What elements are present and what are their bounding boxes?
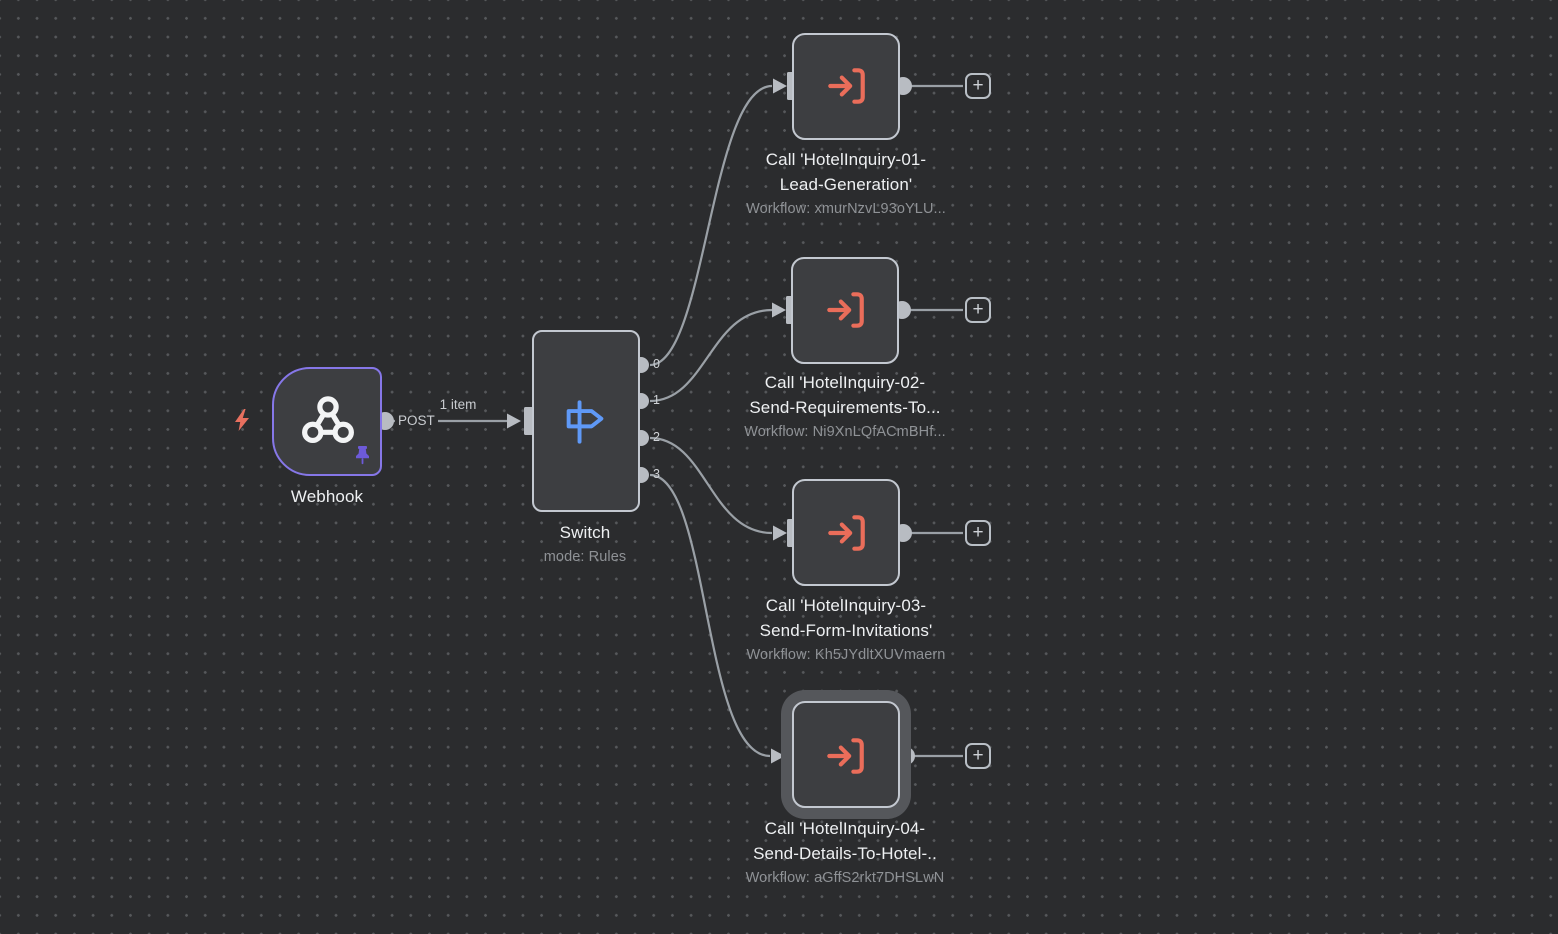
call3-subtitle: Workflow: Kh5JYdltXUVmaern xyxy=(746,647,946,663)
call3-node-label: Call 'HotelInquiry-03- Send-Form-Invitat… xyxy=(696,593,996,666)
switch-output-label-1: 1 xyxy=(653,393,660,407)
execute-workflow-icon xyxy=(828,515,865,551)
add-node-button-2[interactable]: + xyxy=(965,297,991,323)
execute-workflow-icon xyxy=(827,738,864,774)
webhook-icon xyxy=(302,396,354,444)
switch-node-subtitle: mode: Rules xyxy=(543,549,627,565)
node-switch[interactable] xyxy=(532,330,640,512)
call3-title-line1: Call 'HotelInquiry-03- xyxy=(765,596,927,615)
execute-workflow-icon xyxy=(827,292,864,328)
call2-node-label: Call 'HotelInquiry-02- Send-Requirements… xyxy=(695,370,995,443)
switch-output-label-0: 0 xyxy=(653,357,660,371)
call2-title-line1: Call 'HotelInquiry-02- xyxy=(764,373,926,392)
webhook-node-label: Webhook xyxy=(177,484,477,509)
lightning-bolt-icon xyxy=(235,409,249,431)
webhook-output-port-label: POST xyxy=(395,413,438,428)
switch-output-label-3: 3 xyxy=(653,467,660,481)
signpost-icon xyxy=(566,400,604,444)
connection-items-count-label: 1 item xyxy=(439,397,477,412)
execute-workflow-icon xyxy=(828,68,865,104)
call4-title-line1: Call 'HotelInquiry-04- xyxy=(764,819,926,838)
call1-title-line2: Lead-Generation' xyxy=(779,175,913,194)
call3-title-line2: Send-Form-Invitations' xyxy=(759,621,933,640)
add-node-button-4[interactable]: + xyxy=(965,743,991,769)
call4-output-port[interactable] xyxy=(897,747,915,765)
call1-subtitle: Workflow: xmurNzvL93oYLU... xyxy=(746,201,946,217)
switch-node-label: Switch mode: Rules xyxy=(435,520,735,568)
call4-subtitle: Workflow: aGffS2rkt7DHSLwN xyxy=(745,870,945,886)
pin-icon xyxy=(356,446,369,465)
switch-node-title: Switch xyxy=(559,523,611,542)
switch-output-label-2: 2 xyxy=(653,430,660,444)
call2-subtitle: Workflow: Ni9XnLQfACmBHf... xyxy=(744,424,946,440)
call4-node-label: Call 'HotelInquiry-04- Send-Details-To-H… xyxy=(695,816,995,889)
add-node-button-3[interactable]: + xyxy=(965,520,991,546)
call4-title-line2: Send-Details-To-Hotel-.. xyxy=(753,844,937,863)
call2-title-line2: Send-Requirements-To... xyxy=(749,398,941,417)
add-node-button-1[interactable]: + xyxy=(965,73,991,99)
call1-node-label: Call 'HotelInquiry-01- Lead-Generation' … xyxy=(696,147,996,220)
call1-title-line1: Call 'HotelInquiry-01- xyxy=(765,150,927,169)
webhook-node-title: Webhook xyxy=(290,487,364,506)
